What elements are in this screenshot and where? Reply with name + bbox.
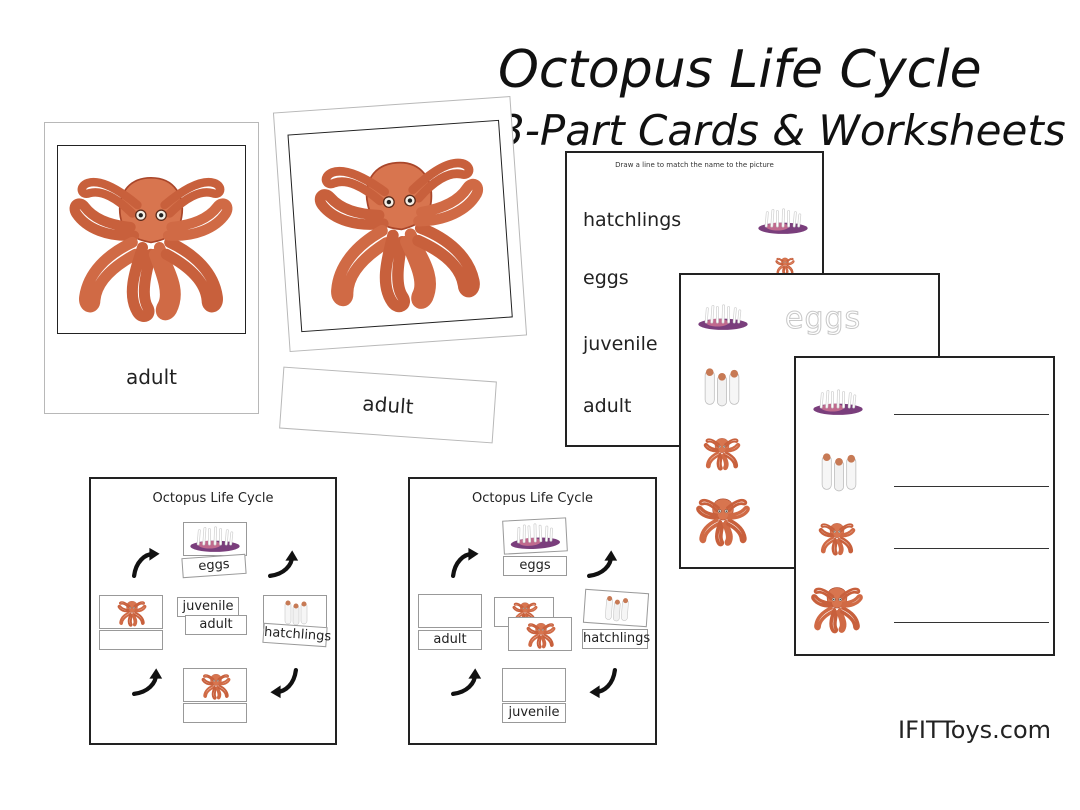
match-word-hatchlings: hatchlings (583, 209, 682, 231)
picture-card-frame (287, 119, 513, 333)
cycle-1-eggs-picture (183, 522, 247, 556)
cycle-arrow-icon (129, 665, 163, 699)
cycle-1-adult-picture (99, 595, 163, 629)
match-word-adult: adult (583, 395, 632, 417)
octopus-small-icon (765, 255, 805, 275)
write-line-3[interactable] (894, 548, 1049, 549)
hatchlings-icon-c1 (281, 597, 311, 627)
cycle-1-eggs-label[interactable]: eggs (181, 553, 247, 579)
cycle-1-title: Octopus Life Cycle (152, 491, 274, 506)
control-card-picture-frame (57, 145, 246, 334)
cycle-1-hatchlings-label[interactable]: hatchlings (262, 622, 332, 648)
eggs-icon-c2 (506, 521, 563, 552)
cycle-1-juvenile-label[interactable]: juvenile (177, 597, 239, 617)
page-title-line1: Octopus Life Cycle (498, 40, 982, 100)
juvenile-octopus-icon-2 (814, 518, 860, 556)
cycle-arrow-icon (448, 547, 482, 581)
cycle-2-title: Octopus Life Cycle (472, 491, 593, 506)
cycle-2-bottom-blank[interactable] (502, 668, 566, 702)
cycle-2-eggs-label[interactable]: eggs (503, 556, 567, 576)
juvenile-octopus-icon (699, 433, 745, 471)
write-line-2[interactable] (894, 486, 1049, 487)
adult-octopus-icon (695, 491, 751, 547)
adult-octopus-icon-2 (810, 580, 864, 634)
write-line-1[interactable] (894, 414, 1049, 415)
traced-word: eggs (784, 301, 862, 337)
octopus-icon-c2b (525, 619, 557, 649)
cycle-1-juvenile-picture (183, 668, 247, 702)
hatchlings-icon-c2 (601, 592, 633, 624)
octopus-adult-icon (66, 154, 236, 324)
octopus-adult-icon-2 (307, 132, 495, 320)
cycle-2-adult-label[interactable]: adult (418, 630, 482, 650)
cycle-arrow-icon (584, 547, 618, 581)
label-strip-text: adult (361, 391, 415, 419)
eggs-icon (755, 207, 811, 235)
cycle-2-left-blank[interactable] (418, 594, 482, 628)
cycle-arrow-icon (265, 547, 299, 581)
cycle-2-eggs-picture (502, 517, 568, 555)
cycle-sheet-1: Octopus Life Cycle eggs juvenile adult h… (89, 477, 337, 745)
cycle-arrow-icon (267, 665, 301, 699)
match-word-eggs: eggs (583, 267, 629, 289)
picture-card (272, 95, 528, 353)
cycle-2-juvenile-label[interactable]: juvenile (502, 703, 566, 723)
hatchlings-icon (699, 363, 745, 409)
eggs-icon-c1 (187, 525, 243, 553)
label-strip: adult (279, 366, 497, 444)
eggs-icon-3 (810, 388, 866, 416)
cycle-sheet-2: Octopus Life Cycle eggs adult hatchlings… (408, 477, 657, 745)
cycle-arrow-icon (448, 665, 482, 699)
page-title-line2: 3-Part Cards & Worksheets (498, 106, 1066, 155)
cycle-2-center-picture-b (508, 617, 572, 651)
match-word-juvenile: juvenile (583, 333, 658, 355)
control-card: adult (44, 122, 259, 414)
eggs-icon-2 (695, 303, 751, 331)
cycle-arrow-icon (129, 547, 163, 581)
octopus-icon-c1a (115, 597, 149, 627)
octopus-icon-c1j (196, 670, 236, 700)
cycle-2-hatchlings-picture (582, 588, 650, 628)
worksheet-write (794, 356, 1055, 656)
hatchlings-icon-2 (816, 448, 862, 494)
cycle-arrow-icon (586, 665, 620, 699)
cycle-1-adult-blank[interactable] (99, 630, 163, 650)
worksheet-instruction: Draw a line to match the name to the pic… (615, 161, 774, 169)
brand-text: IFITToys.com (898, 716, 1052, 744)
control-card-label: adult (125, 365, 178, 389)
cycle-2-hatchlings-label[interactable]: hatchlings (582, 629, 650, 649)
cycle-1-juvenile-blank[interactable] (183, 703, 247, 723)
cycle-1-adult-label[interactable]: adult (185, 615, 247, 635)
write-line-4[interactable] (894, 622, 1049, 623)
